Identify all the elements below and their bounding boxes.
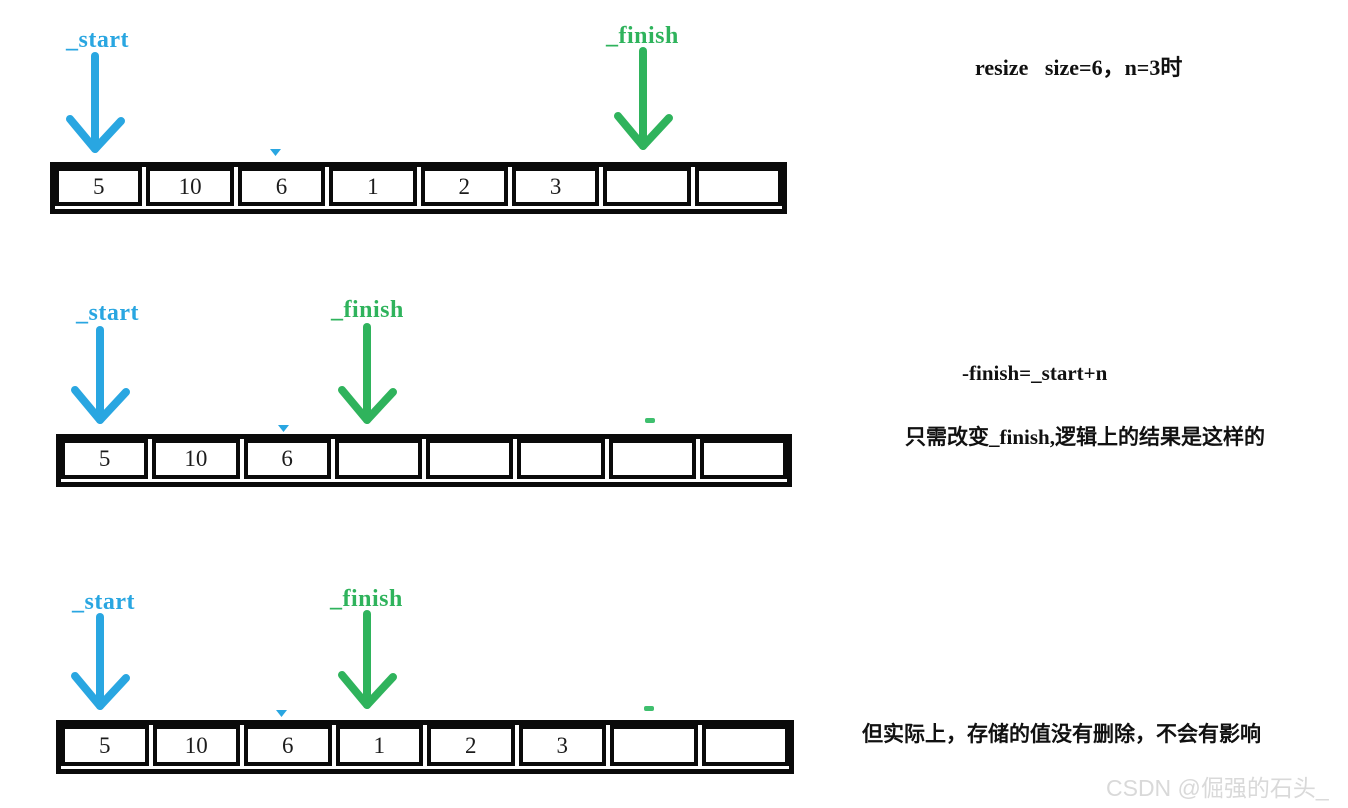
finish-pointer-label: _finish bbox=[330, 586, 403, 612]
array-cell: 6 bbox=[244, 725, 332, 766]
array-row: 5 10 6 1 2 3 bbox=[50, 162, 787, 214]
array-cell: 6 bbox=[237, 167, 326, 206]
array-cell: 10 bbox=[152, 439, 240, 479]
array-cell bbox=[608, 439, 696, 479]
stray-blue-tick-icon bbox=[270, 149, 281, 156]
note-logical: 只需改变_finish,逻辑上的结果是这样的 bbox=[905, 425, 1265, 449]
finish-pointer-label: _finish bbox=[606, 23, 679, 49]
start-arrow-icon bbox=[66, 52, 125, 153]
finish-arrow-icon bbox=[614, 47, 673, 150]
array-cell bbox=[334, 439, 422, 479]
note-actual: 但实际上，存储的值没有删除，不会有影响 bbox=[862, 722, 1261, 746]
array-cell bbox=[610, 725, 698, 766]
start-arrow-icon bbox=[71, 613, 130, 710]
note-resize: resize size=6，n=3时 bbox=[975, 55, 1183, 80]
array-cell: 2 bbox=[427, 725, 515, 766]
array-cell: 3 bbox=[518, 725, 606, 766]
array-row: 5 10 6 bbox=[56, 434, 792, 487]
watermark: CSDN @倔强的石头_ bbox=[1106, 775, 1329, 801]
stray-blue-tick-icon bbox=[278, 425, 289, 432]
array-cell: 1 bbox=[335, 725, 423, 766]
array-cell bbox=[701, 725, 789, 766]
array-cell: 10 bbox=[152, 725, 240, 766]
finish-pointer-label: _finish bbox=[331, 297, 404, 323]
note-formula: -finish=_start+n bbox=[962, 361, 1108, 385]
stray-blue-tick-icon bbox=[276, 710, 287, 717]
array-cell bbox=[426, 439, 514, 479]
stray-green-tick-icon bbox=[645, 418, 655, 423]
stray-green-tick-icon bbox=[644, 706, 654, 711]
start-arrow-icon bbox=[71, 326, 130, 424]
start-pointer-label: _start bbox=[72, 589, 135, 615]
start-pointer-label: _start bbox=[66, 27, 129, 53]
array-cell: 5 bbox=[61, 725, 149, 766]
array-cell: 3 bbox=[511, 167, 600, 206]
array-cell bbox=[603, 167, 691, 206]
finish-arrow-icon bbox=[338, 323, 397, 424]
array-cell: 5 bbox=[61, 439, 149, 479]
array-cell bbox=[699, 439, 787, 479]
array-cell: 5 bbox=[55, 167, 143, 206]
array-row: 5 10 6 1 2 3 bbox=[56, 720, 794, 774]
array-cell: 10 bbox=[146, 167, 234, 206]
finish-arrow-icon bbox=[338, 610, 397, 709]
array-cell: 1 bbox=[329, 167, 417, 206]
array-cell bbox=[517, 439, 605, 479]
array-cell: 2 bbox=[420, 167, 508, 206]
start-pointer-label: _start bbox=[76, 300, 139, 326]
array-cell bbox=[694, 167, 782, 206]
array-cell: 6 bbox=[243, 439, 331, 479]
